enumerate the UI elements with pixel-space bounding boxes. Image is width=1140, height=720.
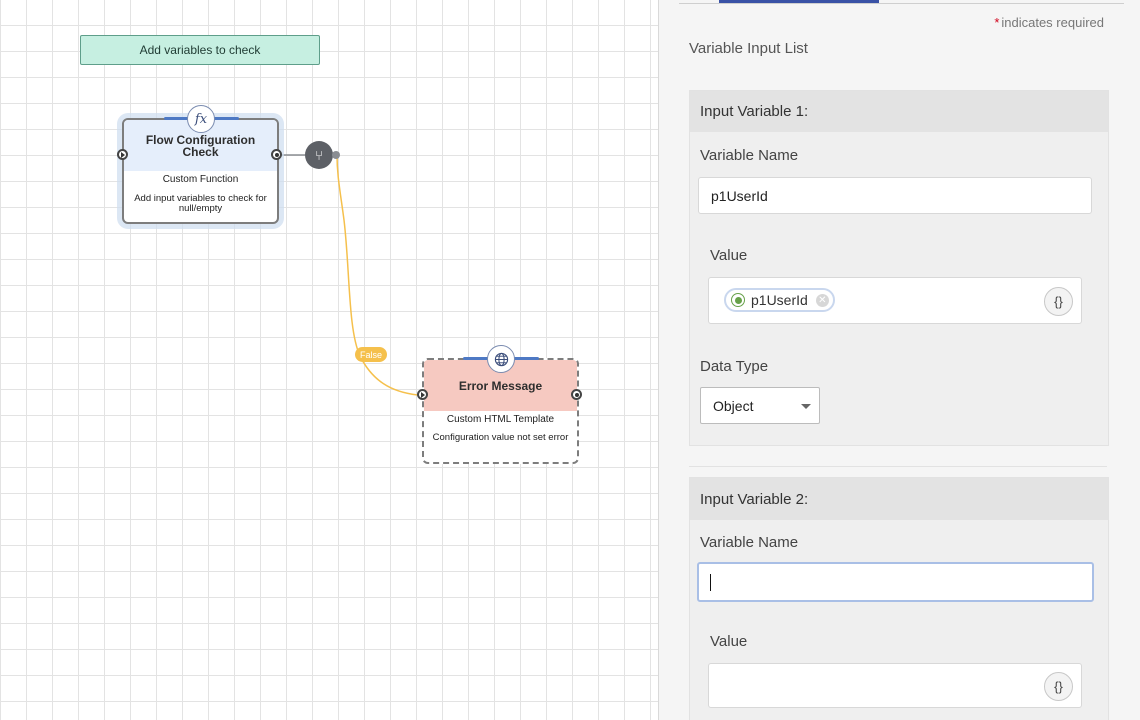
error-message-node[interactable]: Error Message Custom HTML Template Confi… xyxy=(422,358,579,464)
edge-label[interactable]: False xyxy=(355,347,387,362)
card-header: Input Variable 1: xyxy=(690,91,1108,132)
false-edge[interactable] xyxy=(336,154,419,396)
variable-chip[interactable]: p1UserId ✕ xyxy=(724,288,835,312)
active-tab-indicator[interactable] xyxy=(719,0,879,3)
variable-type-icon xyxy=(731,293,745,307)
expression-button[interactable]: {} xyxy=(1044,672,1073,701)
function-icon: fx xyxy=(187,105,215,133)
flow-configuration-check-node[interactable]: Flow Configuration Check Custom Function… xyxy=(122,118,279,224)
input-variable-2-card: Input Variable 2: Variable Name Value {} xyxy=(689,477,1109,720)
properties-panel: *indicates required Variable Input List … xyxy=(658,0,1140,720)
input-variable-1-card: Input Variable 1: Variable Name p1UserId… xyxy=(689,90,1109,446)
required-star: * xyxy=(994,15,1000,30)
value-input[interactable]: p1UserId ✕ {} xyxy=(708,277,1082,324)
data-type-select[interactable]: Object xyxy=(700,387,820,424)
tab-strip xyxy=(679,0,1124,4)
router-output-dot[interactable] xyxy=(332,151,340,159)
data-type-label: Data Type xyxy=(700,358,769,375)
divider xyxy=(689,466,1107,467)
globe-icon xyxy=(487,345,515,373)
connections-layer xyxy=(282,154,419,396)
value-label: Value xyxy=(710,633,748,650)
annotation-note[interactable]: Add variables to check xyxy=(80,35,320,65)
value-input[interactable]: {} xyxy=(708,663,1082,708)
text-cursor xyxy=(710,573,711,591)
variable-name-input[interactable]: p1UserId xyxy=(698,177,1092,214)
value-label: Value xyxy=(710,247,748,264)
output-port[interactable] xyxy=(571,389,582,400)
card-header: Input Variable 2: xyxy=(690,478,1108,520)
node-type: Custom HTML Template xyxy=(446,414,555,425)
variable-name-input[interactable] xyxy=(697,562,1094,602)
required-note: *indicates required xyxy=(994,15,1104,30)
required-note-text: indicates required xyxy=(1001,15,1104,30)
chevron-down-icon xyxy=(801,404,811,409)
variable-name-label: Variable Name xyxy=(700,534,799,551)
chip-label: p1UserId xyxy=(751,292,808,308)
remove-chip-icon[interactable]: ✕ xyxy=(815,293,829,307)
node-description: Add input variables to check for null/em… xyxy=(134,193,267,214)
output-port[interactable] xyxy=(271,149,282,160)
variable-name-label: Variable Name xyxy=(700,147,799,164)
data-type-value: Object xyxy=(713,397,754,414)
input-port[interactable] xyxy=(117,149,128,160)
node-type: Custom Function xyxy=(162,174,239,185)
flow-canvas[interactable]: Add variables to check Flow Configuratio… xyxy=(0,0,658,720)
section-title: Variable Input List xyxy=(689,40,808,57)
variable-name-value: p1UserId xyxy=(711,187,768,204)
node-description: Configuration value not set error xyxy=(432,432,569,443)
branch-icon[interactable]: ⑂ xyxy=(305,141,333,169)
expression-button[interactable]: {} xyxy=(1044,287,1073,316)
input-port[interactable] xyxy=(417,389,428,400)
